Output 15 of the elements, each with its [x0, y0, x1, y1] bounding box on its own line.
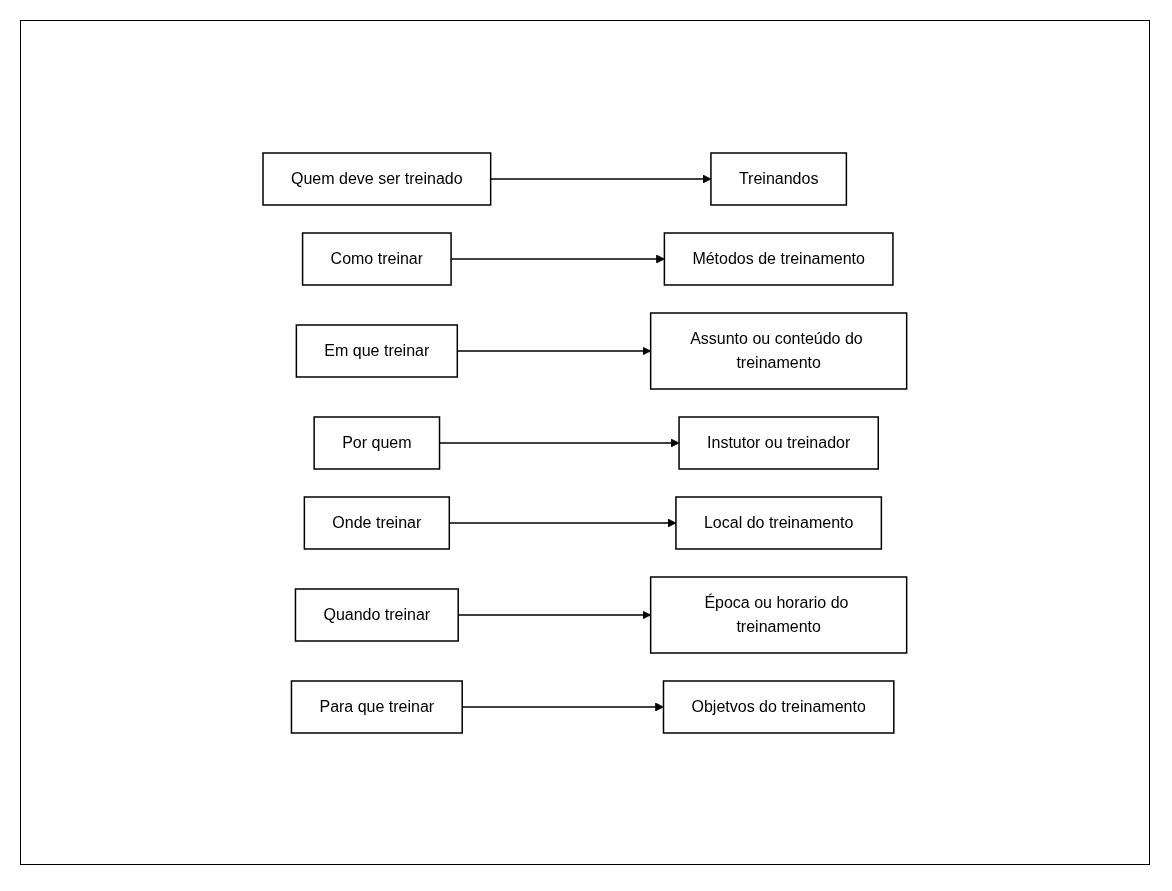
node-box: Local do treinamento	[675, 495, 883, 550]
node-box: Onde treinar	[303, 495, 451, 550]
node-box: Em que treinar	[295, 323, 459, 378]
arrow	[490, 174, 712, 183]
node-box: Métodos de treinamento	[663, 231, 894, 286]
node-box: Quem deve ser treinado	[262, 151, 492, 206]
node-box: Como treinar	[302, 231, 452, 286]
node-box: Época ou horario do treinamento	[650, 575, 908, 654]
node-box: Objetvos do treinamento	[662, 679, 895, 734]
node-box: Quando treinar	[294, 587, 460, 642]
node-box: Instutor ou treinador	[678, 415, 880, 470]
node-box: Assunto ou conteúdo do treinamento	[650, 311, 908, 390]
node-box: Por quem	[313, 415, 441, 470]
node-box: Treinandos	[710, 151, 848, 206]
node-box: Para que treinar	[290, 679, 464, 734]
